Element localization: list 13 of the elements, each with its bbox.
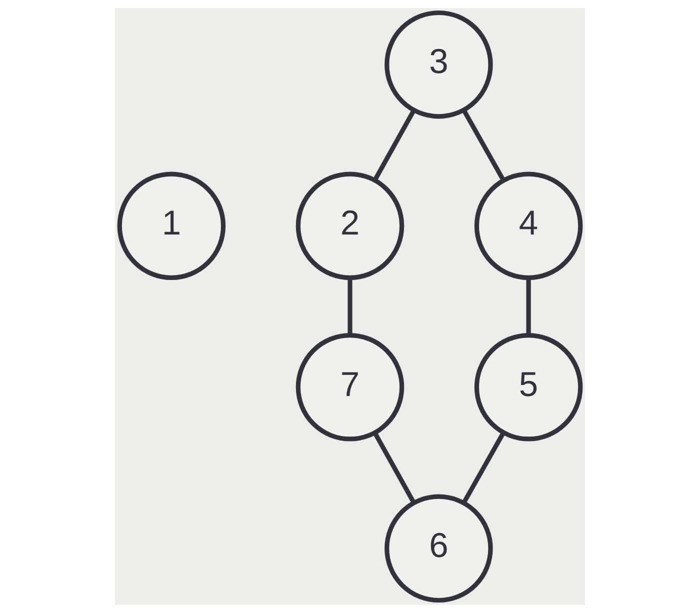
- connector: [462, 431, 506, 504]
- node-circle: 2: [296, 172, 404, 280]
- node-circle: 5: [474, 333, 583, 442]
- node-circle: 1: [117, 172, 226, 280]
- connector: [462, 108, 506, 182]
- node-circle: 3: [384, 10, 493, 119]
- connector: [373, 109, 416, 181]
- connector: [526, 278, 531, 336]
- connector: [372, 432, 416, 504]
- connector: [348, 278, 352, 336]
- node-circle: 6: [384, 494, 493, 603]
- node-circle: 4: [474, 172, 583, 280]
- node-circle: 7: [296, 333, 404, 442]
